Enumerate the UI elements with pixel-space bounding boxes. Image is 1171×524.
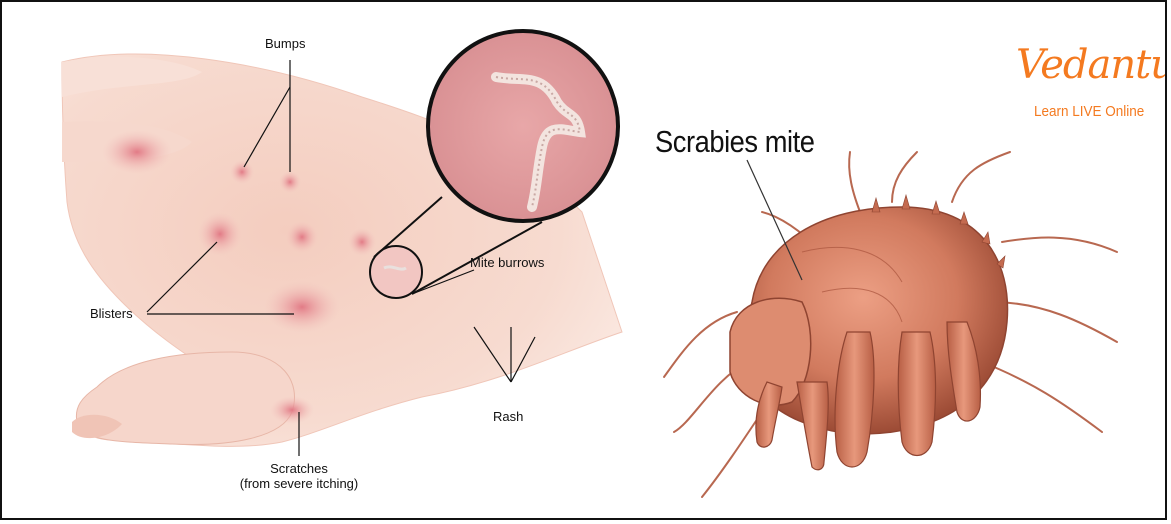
vedantu-logo: Vedantu xyxy=(1016,42,1167,88)
label-scratches-line2: (from severe itching) xyxy=(224,476,374,491)
label-scratches: Scratches (from severe itching) xyxy=(224,461,374,491)
label-scratches-line1: Scratches xyxy=(224,461,374,476)
label-rash: Rash xyxy=(493,409,523,424)
label-mite-burrows: Mite burrows xyxy=(470,255,544,270)
vedantu-tagline: Learn LIVE Online xyxy=(1034,103,1144,120)
label-bumps: Bumps xyxy=(265,36,305,51)
label-blisters: Blisters xyxy=(90,306,133,321)
mite-title: Scrabies mite xyxy=(655,124,815,160)
scabies-mite xyxy=(664,152,1117,497)
